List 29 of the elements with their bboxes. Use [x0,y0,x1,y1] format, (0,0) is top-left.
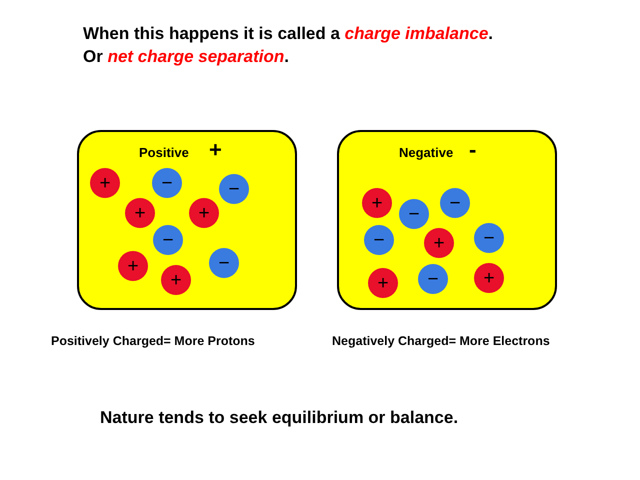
sign-symbol: + [209,137,222,163]
proton-circle: + [368,268,398,298]
proton-circle: + [90,168,120,198]
electron-circle: − [209,248,239,278]
electron-circle: − [364,225,394,255]
proton-circle: + [474,263,504,293]
subtitle: Or net charge separation. [83,47,289,67]
proton-circle: + [125,198,155,228]
charge-box [77,130,297,310]
electron-circle: − [153,225,183,255]
electron-circle: − [152,168,182,198]
caption: Negatively Charged= More Electrons [332,334,550,348]
conclusion-text: Nature tends to seek equilibrium or balance. [100,408,458,428]
proton-circle: + [189,198,219,228]
electron-circle: − [219,174,249,204]
electron-circle: − [399,199,429,229]
sign-symbol: - [469,137,476,163]
box-heading: Negative [399,145,454,160]
electron-circle: − [474,223,504,253]
title: When this happens it is called a charge imbalance. [83,24,494,44]
box-heading: Positive [139,145,189,160]
proton-circle: + [362,188,392,218]
proton-circle: + [424,228,454,258]
proton-circle: + [161,265,191,295]
caption: Positively Charged= More Protons [51,334,255,348]
proton-circle: + [118,251,148,281]
electron-circle: − [418,264,448,294]
electron-circle: − [440,188,470,218]
charge-box [337,130,557,310]
